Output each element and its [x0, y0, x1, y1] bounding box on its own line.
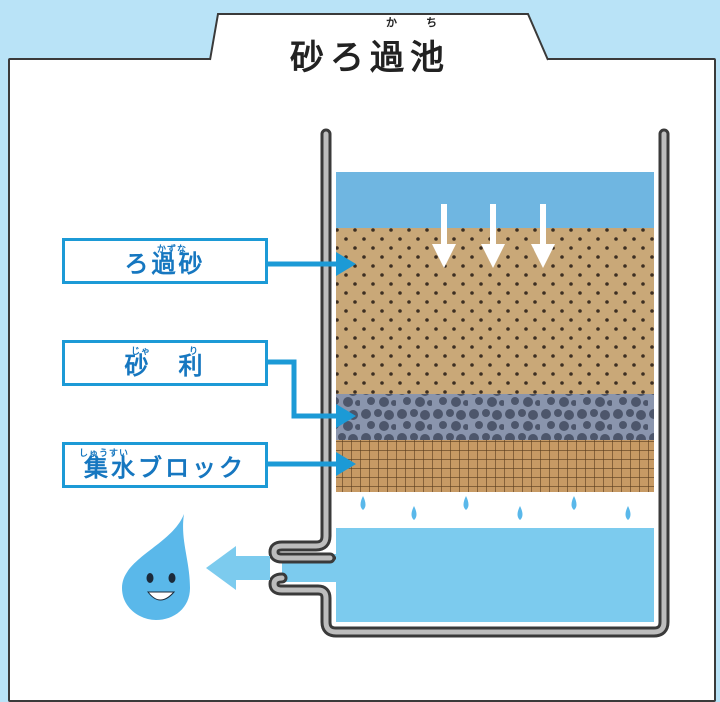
block-grid	[336, 440, 654, 492]
label-filter-sand-text: ろ過砂	[124, 249, 206, 278]
bottom-water-layer	[336, 528, 654, 622]
water-drops	[360, 496, 631, 520]
title-ruby-ka: か	[386, 16, 397, 29]
label-gravel-ruby-ri: り	[189, 347, 200, 357]
label-filter-sand: かずな ろ過砂	[62, 238, 268, 284]
filter-diagram	[122, 13, 670, 638]
tank-wall	[268, 128, 670, 638]
label-gravel-text: 砂 利	[124, 351, 206, 380]
title-tab-shape	[209, 13, 549, 61]
pointer-arrows	[268, 252, 356, 476]
gravel-layer	[336, 394, 654, 440]
label-filter-sand-ruby: かずな	[157, 245, 188, 255]
label-gravel-ruby-ja: じゃ	[131, 347, 152, 357]
outflow-arrow	[206, 546, 270, 590]
label-gravel: じゃ り 砂 利	[62, 340, 268, 386]
title-ruby-chi: ち	[426, 16, 437, 29]
page-title: 砂ろ過池	[290, 38, 450, 78]
label-collector-block: しゅうすい 集水ブロック	[62, 442, 268, 488]
label-collector-block-text: 集水ブロック	[84, 453, 246, 482]
flow-arrows	[432, 204, 555, 268]
title-tab: か ち 砂ろ過池	[192, 12, 548, 78]
label-collector-block-ruby: しゅうすい	[79, 449, 130, 459]
drip-gap	[336, 492, 654, 528]
water-drop-character	[122, 514, 190, 620]
